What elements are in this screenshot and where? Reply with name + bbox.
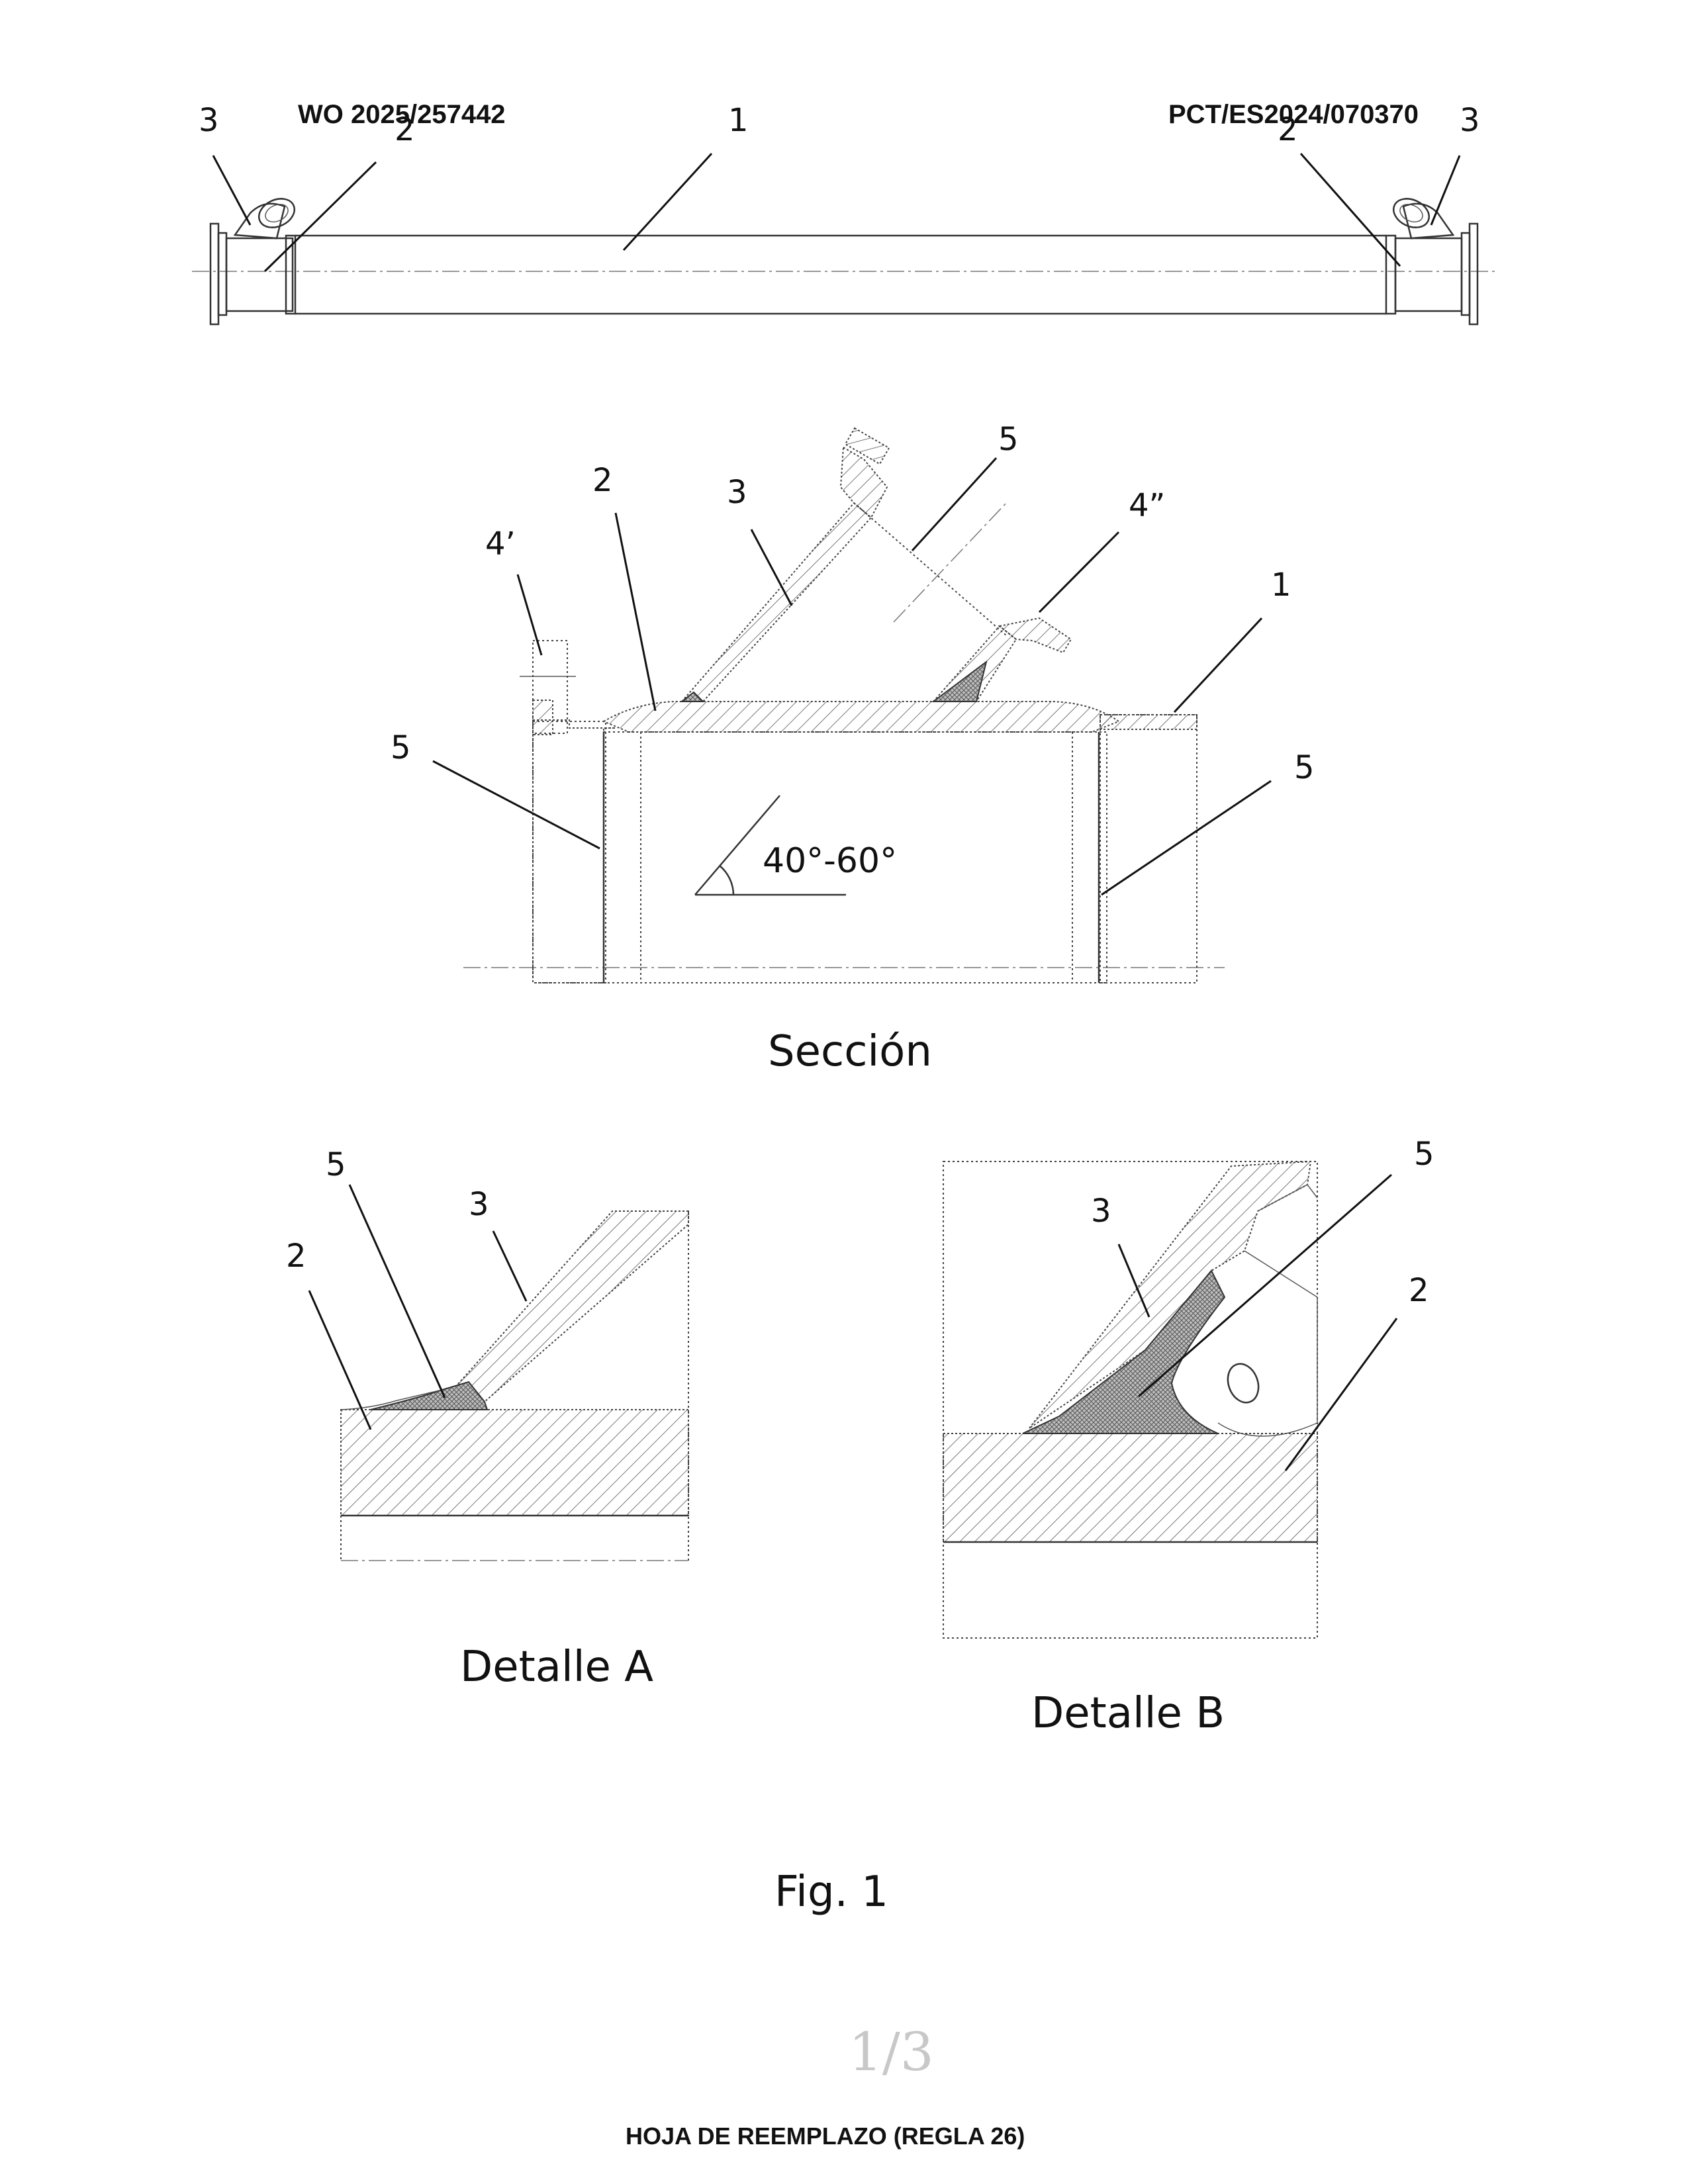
- detail-a-label-5: 5: [326, 1146, 346, 1183]
- detail-b-label-2: 2: [1409, 1272, 1429, 1309]
- detail-b-caption: Detalle B: [1031, 1689, 1225, 1738]
- section-label-4-prime: 4’: [485, 525, 516, 563]
- section-view: [463, 428, 1225, 983]
- overview-label-1: 1: [728, 102, 749, 139]
- section-label-4-double-prime: 4”: [1129, 487, 1165, 524]
- pipe-overview: [192, 193, 1496, 324]
- page-number: 1/3: [849, 2021, 934, 2083]
- section-caption: Sección: [768, 1027, 932, 1076]
- detail-b-label-3: 3: [1091, 1193, 1111, 1230]
- detail-a-label-2: 2: [286, 1238, 306, 1275]
- section-label-2: 2: [592, 462, 613, 499]
- overview-label-3-left: 3: [199, 102, 219, 139]
- section-label-5-right: 5: [1294, 749, 1315, 786]
- overview-label-2-left: 2: [395, 111, 415, 148]
- section-label-5-left: 5: [391, 729, 411, 766]
- footer-note: HOJA DE REEMPLAZO (REGLA 26): [626, 2122, 1025, 2150]
- detail-a-caption: Detalle A: [460, 1643, 653, 1692]
- overview-label-2-right: 2: [1278, 111, 1298, 148]
- figure-caption: Fig. 1: [774, 1868, 888, 1917]
- detail-a-view: [341, 1211, 688, 1561]
- detail-b-label-5: 5: [1414, 1136, 1434, 1173]
- overview-leader-lines: [213, 154, 1460, 271]
- detail-a-label-3: 3: [469, 1186, 489, 1223]
- section-label-5-top: 5: [998, 421, 1019, 458]
- overview-label-3-right: 3: [1460, 102, 1480, 139]
- angle-range-label: 40°-60°: [763, 841, 897, 881]
- section-label-3: 3: [727, 474, 747, 511]
- section-label-1: 1: [1271, 567, 1291, 604]
- detail-b-view: [943, 1161, 1317, 1638]
